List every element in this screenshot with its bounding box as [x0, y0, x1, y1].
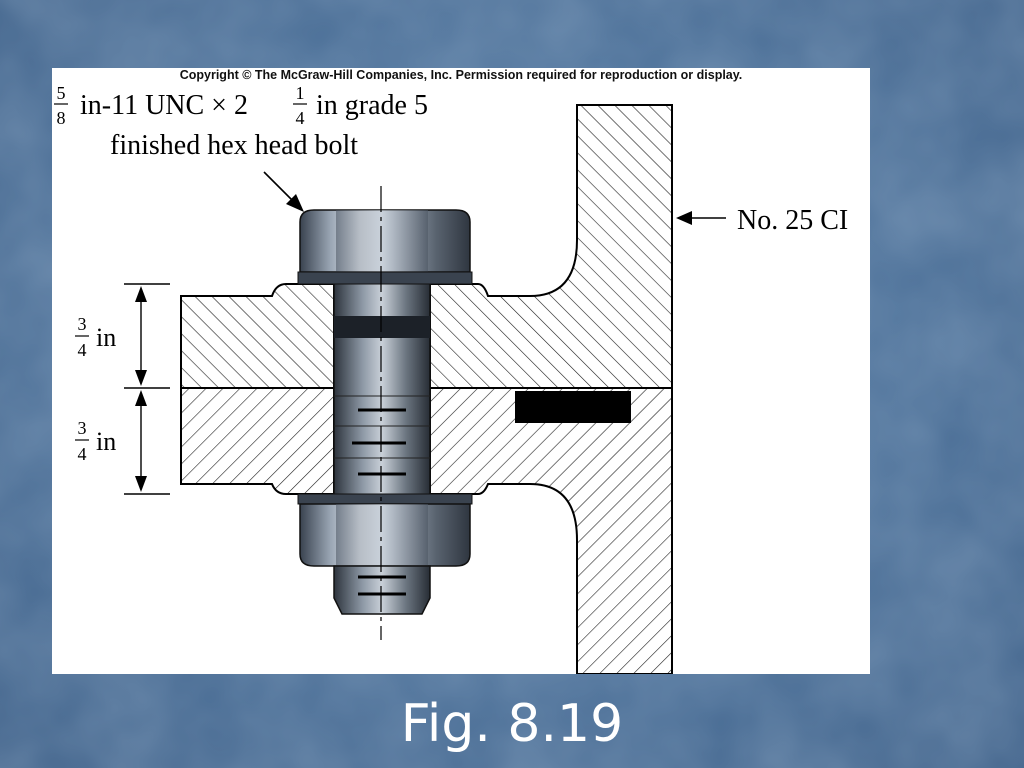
bolt-leader-arrow [263, 171, 304, 212]
thread-marks [352, 408, 406, 476]
dimension-top-label: 3 4 in [75, 314, 116, 360]
bolt-end [333, 565, 431, 615]
upper-member-section [180, 283, 335, 389]
nut-washer-face [297, 493, 473, 505]
bolt-shank-shadow [334, 316, 430, 338]
spec-line1-end: in grade 5 [316, 90, 428, 121]
bolt-joint-diagram: 5 8 in-11 UNC × 2 1 4 in grade 5 finishe… [54, 83, 848, 674]
figure-panel: Copyright © The McGraw-Hill Companies, I… [52, 68, 870, 674]
hex-nut-face [336, 504, 428, 566]
bolt-head-washer-face [297, 271, 473, 285]
dim-top-denominator: 4 [78, 340, 87, 360]
figure-caption: Fig. 8.19 [400, 694, 624, 754]
bolt-specification-label: 5 8 in-11 UNC × 2 1 4 in grade 5 finishe… [54, 83, 428, 161]
black-insert [515, 391, 631, 423]
dim-top-unit: in [96, 323, 116, 352]
material-label: No. 25 CI [737, 205, 848, 236]
upper-member-right [429, 104, 673, 389]
dim-bottom-numerator: 3 [78, 418, 87, 438]
bolt-end-thread-marks [358, 575, 406, 596]
bolt-head-face [336, 210, 428, 272]
spec-fraction-2-numerator: 1 [296, 83, 305, 103]
dim-bottom-denominator: 4 [78, 444, 87, 464]
copyright-notice: Copyright © The McGraw-Hill Companies, I… [179, 68, 743, 82]
spec-line2: finished hex head bolt [110, 130, 358, 161]
dimension-lines [124, 283, 170, 495]
lower-member-right [429, 387, 673, 674]
spec-line1-middle: in-11 UNC × 2 [80, 90, 248, 121]
bolt-shank [333, 279, 431, 501]
spec-fraction-1-denominator: 8 [57, 108, 66, 128]
dimension-bottom-label: 3 4 in [75, 418, 116, 464]
thread-lines [334, 395, 430, 459]
dimension-arrowheads [135, 286, 147, 492]
lower-member-section [180, 387, 335, 495]
spec-fraction-1-numerator: 5 [57, 83, 66, 103]
dim-top-numerator: 3 [78, 314, 87, 334]
spec-fraction-2-denominator: 4 [296, 108, 305, 128]
dim-bottom-unit: in [96, 427, 116, 456]
material-leader-arrow [676, 211, 726, 225]
